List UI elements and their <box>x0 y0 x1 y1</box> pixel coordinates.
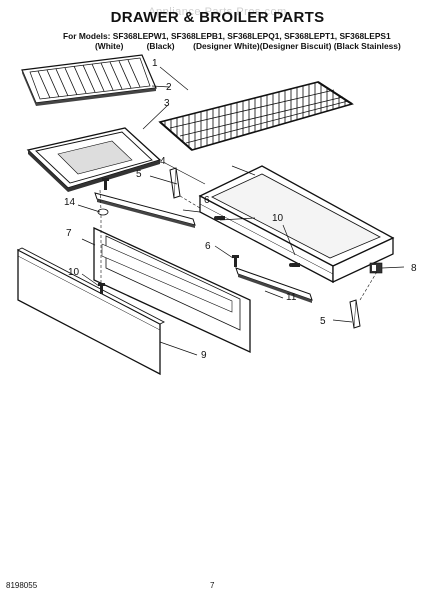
callout-14: 14 <box>64 197 76 208</box>
drawer-body <box>198 165 395 284</box>
broiler-pan <box>26 127 162 192</box>
callout-9: 9 <box>201 350 207 361</box>
drawer-glide-bracket <box>349 299 361 329</box>
screw <box>214 216 225 220</box>
document-number: 8198055 <box>6 581 38 590</box>
callout-5: 5 <box>136 169 142 180</box>
screw <box>102 178 109 190</box>
drawer-slide-rail-upper <box>94 192 196 228</box>
callout-8: 8 <box>411 263 417 274</box>
drawer-stop <box>369 262 383 274</box>
page-number: 7 <box>210 581 215 590</box>
screw <box>289 263 300 267</box>
drawer-front-panel <box>17 247 165 376</box>
callout-10: 10 <box>272 213 284 224</box>
callout-1: 1 <box>152 58 158 69</box>
washer <box>97 208 109 216</box>
broiler-pan-grid <box>21 54 157 106</box>
callout-7: 7 <box>66 228 72 239</box>
oven-rack <box>158 81 354 151</box>
drawer-glide-bracket <box>169 167 181 199</box>
callout-5-lower: 5 <box>320 316 326 327</box>
model-variants: (White) (Black) (Designer White)(Designe… <box>95 41 401 51</box>
callout-4: 4 <box>160 156 166 167</box>
screw <box>98 283 105 294</box>
callout-6-lower: 6 <box>205 241 211 252</box>
assembly-guide-lines <box>99 189 379 301</box>
callout-6: 6 <box>204 195 210 206</box>
page-title: DRAWER & BROILER PARTS <box>110 9 325 26</box>
callout-3: 3 <box>164 98 170 109</box>
model-list: For Models: SF368LEPW1, SF368LEPB1, SF36… <box>63 31 391 41</box>
callout-2: 2 <box>166 82 172 93</box>
callout-leader-lines <box>77 66 405 356</box>
screw <box>232 255 239 267</box>
watermark: Appliance Parts Pros.com <box>148 6 287 18</box>
drawer-slide-rail <box>235 267 313 303</box>
callout-10-lower: 10 <box>68 267 80 278</box>
callout-11: 11 <box>286 292 297 303</box>
drawer-front-frame <box>93 226 251 354</box>
